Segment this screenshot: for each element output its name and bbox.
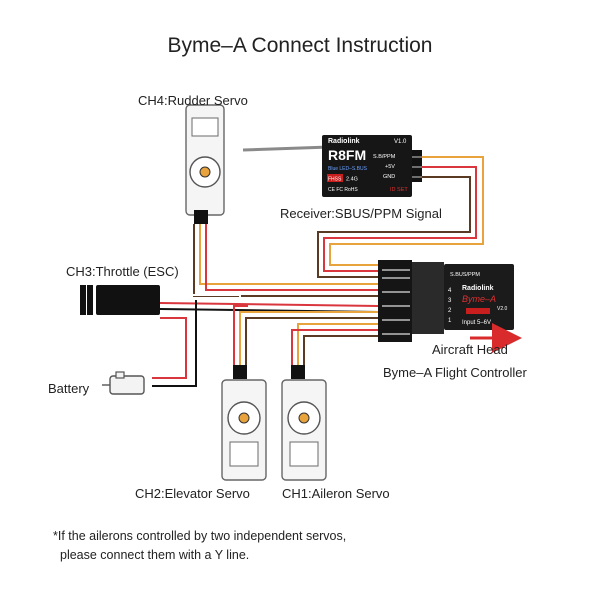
footnote-line-1: *If the ailerons controlled by two indep… — [53, 529, 347, 543]
label-flight-controller: Byme–A Flight Controller — [383, 365, 527, 380]
esc-unit — [80, 285, 160, 315]
receiver-pin-2: +5V — [385, 164, 395, 170]
antenna-wire — [242, 145, 331, 152]
elevator-servo — [221, 365, 267, 481]
controller-version: V2.0 — [497, 306, 508, 312]
controller-model: Byme–A — [462, 294, 496, 304]
receiver-band: 2.4G — [346, 177, 358, 183]
flight-controller: S.BUS/PPM 4 3 2 1 Radiolink Byme–A V2.0 … — [378, 260, 514, 342]
label-ch3-throttle: CH3:Throttle (ESC) — [66, 264, 179, 279]
receiver-cable — [317, 156, 484, 278]
receiver-fhss: FHSS — [328, 177, 342, 183]
ch2-cable — [233, 305, 378, 372]
receiver-cert: CE FC RoHS — [328, 187, 358, 193]
ch1-cable — [291, 323, 378, 372]
controller-channel-1: 1 — [448, 318, 452, 324]
receiver-pin-3: GND — [383, 174, 395, 180]
label-aircraft-head: Aircraft Head — [432, 342, 508, 357]
label-ch2-elevator: CH2:Elevator Servo — [135, 486, 250, 501]
controller-brand: Radiolink — [462, 285, 494, 292]
label-ch4-rudder: CH4:Rudder Servo — [138, 93, 248, 108]
footnote-line-2: please connect them with a Y line. — [60, 548, 250, 562]
aileron-servo — [281, 365, 327, 481]
ch4-cable — [193, 224, 378, 297]
controller-pin-rows — [382, 269, 410, 335]
label-receiver: Receiver:SBUS/PPM Signal — [280, 206, 442, 221]
receiver-version: V1.0 — [394, 139, 407, 145]
battery-connector — [102, 371, 145, 395]
controller-channel-4: 4 — [448, 288, 452, 294]
page-title: Byme–A Connect Instruction — [167, 34, 433, 57]
receiver-id-set: ID SET — [390, 187, 408, 193]
receiver-model: R8FM — [328, 147, 366, 163]
controller-channel-2: 2 — [448, 308, 452, 314]
label-ch1-aileron: CH1:Aileron Servo — [282, 486, 390, 501]
controller-port-header: S.BUS/PPM — [450, 272, 480, 278]
rudder-servo — [185, 104, 225, 224]
ch3-cable — [159, 294, 379, 313]
battery-cable — [152, 300, 197, 387]
receiver-pin-1: S.B/PPM — [373, 154, 396, 160]
receiver-led-text: Blue LED–S.BUS — [328, 166, 368, 172]
receiver-brand: Radiolink — [328, 138, 360, 145]
label-battery: Battery — [48, 381, 90, 396]
receiver-r8fm: Radiolink V1.0 R8FM S.B/PPM +5V GND Blue… — [322, 135, 422, 197]
controller-input: Input 5–6V — [462, 320, 491, 326]
controller-channel-3: 3 — [448, 298, 452, 304]
